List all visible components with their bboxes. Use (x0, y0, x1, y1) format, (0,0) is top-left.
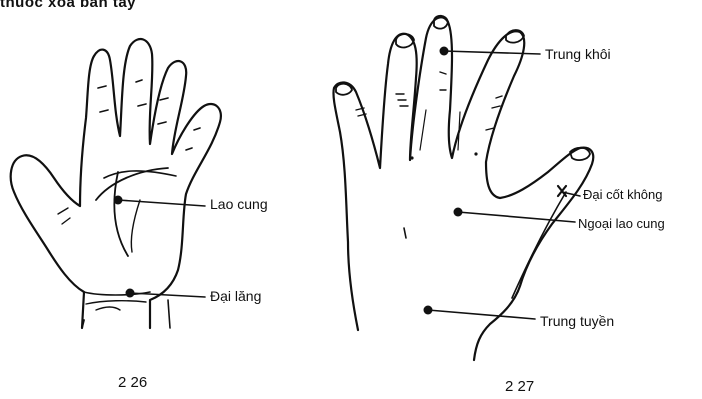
leader-line-lao-cung (118, 200, 205, 206)
figure-number-227: 2 27 (505, 378, 534, 395)
point-dai-cot-khong (558, 186, 566, 196)
label-dai-lang: Đại lăng (210, 288, 261, 304)
right-hand-back-drawing (333, 16, 593, 360)
figure-number-226: 2 26 (118, 374, 147, 391)
leader-line-trung-tuyen (428, 310, 535, 319)
point-lao-cung (114, 196, 123, 205)
point-trung-tuyen (424, 306, 433, 315)
point-ngoai-lao-cung (454, 208, 463, 217)
point-dai-lang (126, 289, 135, 298)
point-trung-khoi (440, 47, 449, 56)
label-lao-cung: Lao cung (210, 196, 268, 212)
left-hand-palm-drawing (11, 39, 221, 328)
label-ngoai-lao-cung: Ngoại lao cung (578, 216, 665, 232)
leader-line-dai-lang (130, 293, 205, 297)
label-dai-cot-khong: Đại cốt không (583, 187, 663, 203)
label-trung-tuyen: Trung tuyền (540, 313, 614, 329)
label-trung-khoi: Trung khôi (545, 46, 611, 62)
